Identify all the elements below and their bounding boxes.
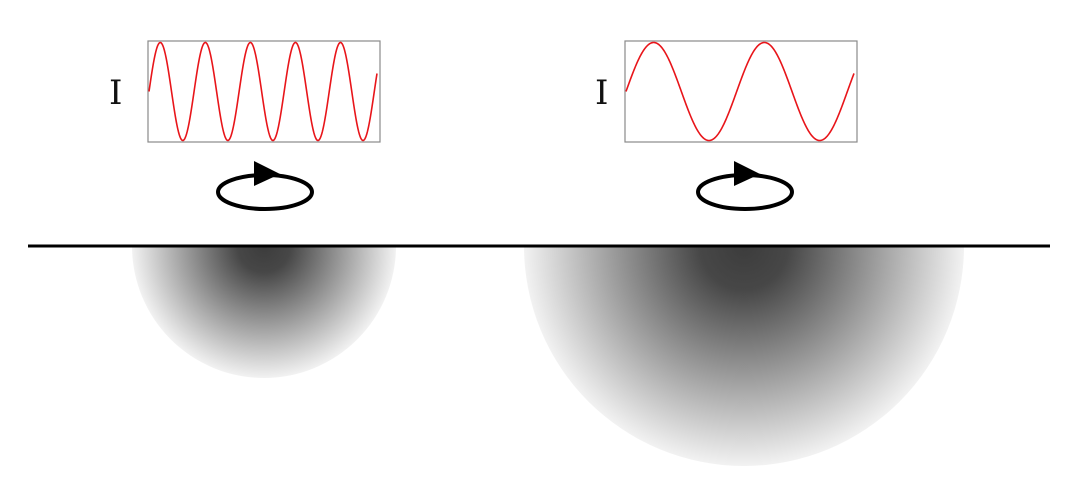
current-waveform [148, 41, 378, 142]
current-label: I [109, 73, 122, 113]
coil-group-high-frequency: I [109, 40, 381, 211]
coil-group-low-frequency: I [595, 40, 858, 211]
current-waveform [625, 41, 855, 142]
waveform-plot-frame [624, 40, 858, 143]
rotation-arrow-icon [734, 161, 760, 186]
waveform-plot-frame [147, 40, 381, 143]
current-label: I [595, 73, 608, 113]
field-penetration-zone-high-frequency [132, 246, 396, 378]
rotation-arrow-icon [254, 161, 280, 186]
field-penetration-zone-low-frequency [524, 246, 964, 466]
